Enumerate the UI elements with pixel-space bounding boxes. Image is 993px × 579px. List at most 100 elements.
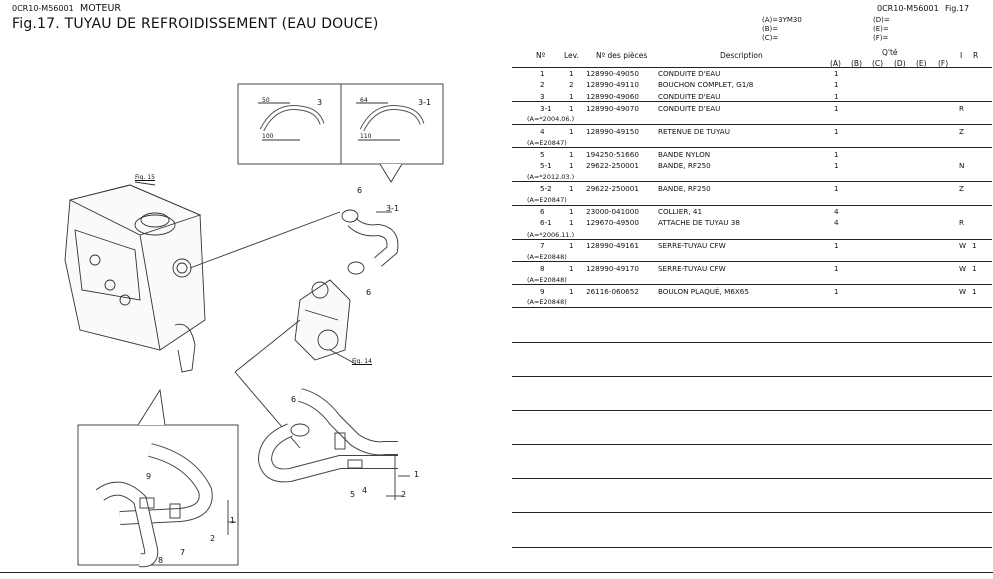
note-7: (A=E20848) (527, 253, 567, 261)
legend-b: (B)= (762, 25, 779, 33)
cell-lev: 1 (569, 161, 574, 170)
note-6-1: (A=*2006.11.) (527, 231, 575, 239)
row-rule (512, 205, 992, 206)
cell-part-no: 194250-51660 (586, 150, 639, 159)
cell-i: W (959, 241, 967, 250)
note-8: (A=E20848) (527, 276, 567, 284)
col-c: (C) (872, 59, 884, 68)
cell-part-no: 26116-060652 (586, 287, 639, 296)
cell-part-no: 29622-250001 (586, 161, 639, 170)
col-lev: Lev. (564, 51, 579, 60)
cell-lev: 1 (569, 241, 574, 250)
row-rule (512, 124, 992, 125)
cell-i: N (959, 161, 965, 170)
cell-part-no: 128990-49150 (586, 127, 639, 136)
cell-no: 5-2 (540, 184, 552, 193)
row-rule (512, 181, 992, 182)
blank-row-rule (512, 547, 992, 548)
row-rule (512, 261, 992, 262)
col-i: I (960, 51, 963, 60)
cell-description: CONDUITE D'EAU (658, 69, 721, 78)
blank-row-rule (512, 410, 992, 411)
cell-part-no: 128990-49070 (586, 104, 639, 113)
fig-ref: Fig.17 (945, 4, 970, 13)
cell-lev: 1 (569, 207, 574, 216)
cell-qty-a: 1 (834, 150, 839, 159)
cell-description: BANDE NYLON (658, 150, 711, 159)
col-part: Nº des pièces (596, 51, 648, 60)
cell-description: CONDUITE D'EAU (658, 92, 721, 101)
fig14-label: Fig. 14 (352, 358, 372, 365)
cell-qty-a: 1 (834, 92, 839, 101)
cell-no: 5-1 (540, 161, 552, 170)
blank-row-rule (512, 376, 992, 377)
callout-2: 2 (401, 490, 407, 499)
doc-code-right: 0CR10-M56001 (877, 4, 939, 13)
cell-lev: 1 (569, 92, 574, 101)
cell-part-no: 23000-041000 (586, 207, 639, 216)
note-5-1: (A=*2012.03.) (527, 173, 575, 181)
cell-no: 5 (540, 150, 545, 159)
legend-e: (E)= (873, 25, 889, 33)
col-r: R (973, 51, 979, 60)
cell-lev: 1 (569, 69, 574, 78)
page-bottom-rule (0, 572, 993, 573)
cell-description: CONDUITE D'EAU (658, 104, 721, 113)
dim-110: 110 (360, 133, 372, 140)
cell-i: R (959, 104, 964, 113)
cell-qty-a: 1 (834, 184, 839, 193)
cell-no: 6-1 (540, 218, 552, 227)
cell-part-no: 129670-49500 (586, 218, 639, 227)
cell-description: BOULON PLAQUÉ, M6X65 (658, 287, 749, 296)
callout-6-a: 6 (357, 186, 363, 195)
cell-description: SERRE-TUYAU CFW (658, 264, 726, 273)
cell-description: ATTACHE DE TUYAU 38 (658, 218, 740, 227)
pump-housing (294, 279, 351, 361)
cell-i: Z (959, 184, 964, 193)
cell-no: 7 (540, 241, 545, 250)
callout-3-1-inset: 3-1 (418, 98, 432, 107)
cell-qty-a: 1 (834, 104, 839, 113)
cell-no: 3 (540, 92, 545, 101)
note-5-2: (A=E20847) (527, 196, 567, 204)
col-a: (A) (830, 59, 841, 68)
cell-lev: 1 (569, 264, 574, 273)
cell-qty-a: 1 (834, 69, 839, 78)
cell-description: BANDE, RF250 (658, 161, 711, 170)
row-rule (512, 307, 992, 308)
cell-qty-a: 1 (834, 80, 839, 89)
cell-lev: 2 (569, 80, 574, 89)
callout-6-b: 6 (366, 288, 372, 297)
callout-1-inset: 1 (230, 516, 236, 525)
cell-description: SERRE-TUYAU CFW (658, 241, 726, 250)
legend-c: (C)= (762, 34, 779, 42)
cell-r: 1 (972, 264, 977, 273)
cell-i: W (959, 264, 967, 273)
blank-row-rule (512, 512, 992, 513)
blank-row-rule (512, 444, 992, 445)
cell-description: RETENUE DE TUYAU (658, 127, 730, 136)
legend-f: (F)= (873, 34, 889, 42)
cell-no: 3-1 (540, 104, 552, 113)
dim-50: 50 (262, 97, 270, 104)
callout-1: 1 (414, 470, 420, 479)
cell-qty-a: 4 (834, 207, 839, 216)
page-title: Fig.17. TUYAU DE REFROIDISSEMENT (EAU DO… (12, 16, 379, 32)
hose-3-1 (341, 209, 399, 275)
detail-inset (77, 388, 239, 568)
cell-lev: 1 (569, 287, 574, 296)
blank-row-rule (512, 342, 992, 343)
col-e: (E) (916, 59, 927, 68)
row-rule (512, 239, 992, 240)
fig15-label: Fig. 15 (135, 174, 155, 181)
header-rule (512, 67, 992, 68)
cell-description: BOUCHON COMPLET, G1/8 (658, 80, 754, 89)
cell-lev: 1 (569, 127, 574, 136)
callout-8: 8 (158, 556, 164, 565)
note-4: (A=E20847) (527, 139, 567, 147)
row-rule (512, 101, 992, 102)
cell-r: 1 (972, 287, 977, 296)
callout-3: 3 (317, 98, 323, 107)
cell-no: 8 (540, 264, 545, 273)
cell-lev: 1 (569, 150, 574, 159)
